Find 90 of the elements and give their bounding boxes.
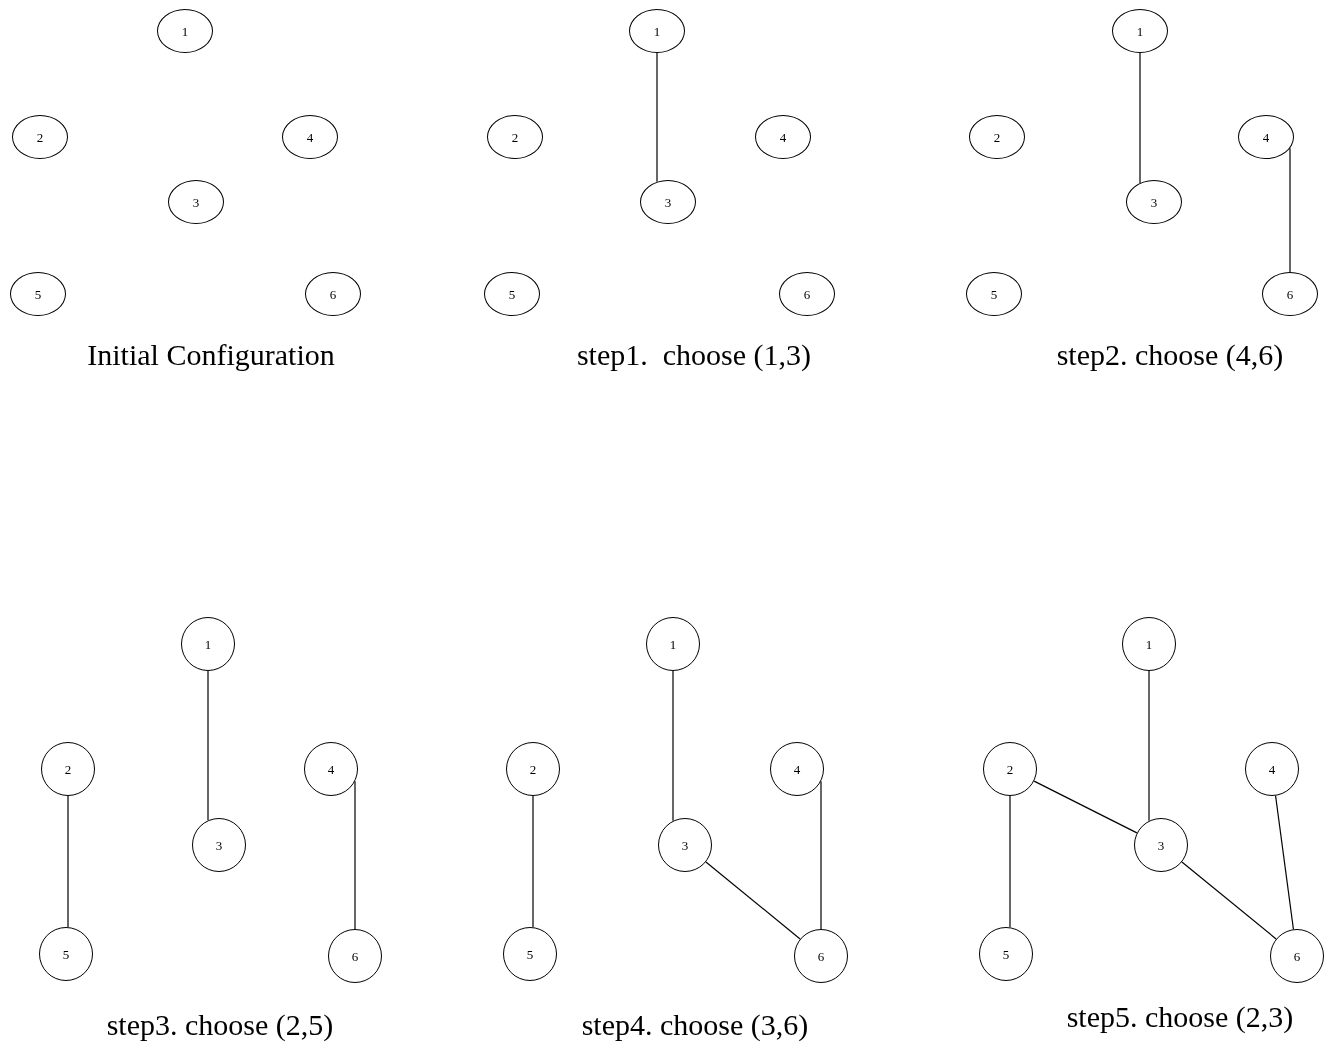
graph-edge [207,670,209,821]
node-number: 6 [803,287,811,301]
graph-edge [1033,780,1138,834]
graph-node [1134,818,1188,872]
node-number: 4 [779,130,787,144]
node-number: 6 [329,287,337,301]
node-number: 1 [653,24,661,38]
graph-edge [532,795,534,928]
graph-node [10,272,66,316]
graph-node [12,115,68,159]
node-number: 4 [306,130,314,144]
graph-node [484,272,540,316]
node-number: 2 [993,130,1001,144]
graph-node [503,927,557,981]
graph-node [983,742,1037,796]
graph-node [1112,9,1168,53]
node-number: 2 [36,130,44,144]
graph-edge [1139,52,1141,184]
node-number: 2 [529,762,537,776]
node-number: 4 [327,762,335,776]
node-number: 2 [511,130,519,144]
node-number: 1 [181,24,189,38]
graph-edge [1009,795,1011,928]
graph-node [755,115,811,159]
node-number: 4 [793,762,801,776]
graph-node [328,929,382,983]
graph-node [969,115,1025,159]
graph-node [1262,272,1318,316]
node-number: 3 [681,838,689,852]
graph-node [181,617,235,671]
node-number: 6 [1286,287,1294,301]
step-caption: step3. choose (2,5) [106,1008,334,1042]
graph-edge [1181,861,1277,940]
node-number: 2 [64,762,72,776]
node-number: 5 [62,947,70,961]
node-number: 5 [508,287,516,301]
node-number: 1 [204,637,212,651]
graph-node [1270,929,1324,983]
node-number: 5 [34,287,42,301]
node-number: 5 [1002,947,1010,961]
graph-node [41,742,95,796]
node-number: 3 [1157,838,1165,852]
graph-node [794,929,848,983]
graph-node [629,9,685,53]
node-number: 2 [1006,762,1014,776]
node-number: 4 [1268,762,1276,776]
step-caption: step2. choose (4,6) [1056,338,1284,372]
graph-node [487,115,543,159]
node-number: 3 [192,195,200,209]
node-number: 3 [215,838,223,852]
node-number: 4 [1262,130,1270,144]
graph-node [157,9,213,53]
step-caption: step1. choose (1,3) [576,338,812,372]
graph-node [506,742,560,796]
graph-node [1238,115,1294,159]
graph-node [304,742,358,796]
graph-edge [672,670,674,822]
graph-node [1122,617,1176,671]
graph-node [1245,742,1299,796]
node-number: 1 [1136,24,1144,38]
graph-edge [67,795,69,928]
graph-node [779,272,835,316]
graph-node [1126,180,1182,224]
graph-edge [705,861,801,940]
graph-node [658,818,712,872]
graph-node [646,617,700,671]
node-number: 1 [669,637,677,651]
graph-node [39,927,93,981]
graph-node [979,927,1033,981]
graph-edge [1275,795,1294,930]
graph-node [640,180,696,224]
node-number: 3 [664,195,672,209]
node-number: 3 [1150,195,1158,209]
graph-node [168,180,224,224]
graph-edge [1148,670,1150,822]
node-number: 1 [1145,637,1153,651]
graph-edge [656,52,658,183]
node-number: 6 [351,949,359,963]
node-number: 5 [526,947,534,961]
node-number: 6 [1293,949,1301,963]
graph-node [192,818,246,872]
node-number: 6 [817,949,825,963]
graph-node [770,742,824,796]
graph-node [966,272,1022,316]
step-caption: Initial Configuration [87,338,335,372]
graph-node [282,115,338,159]
node-number: 5 [990,287,998,301]
step-caption: step4. choose (3,6) [581,1008,809,1042]
graph-node [305,272,361,316]
step-caption: step5. choose (2,3) [1066,1000,1294,1034]
